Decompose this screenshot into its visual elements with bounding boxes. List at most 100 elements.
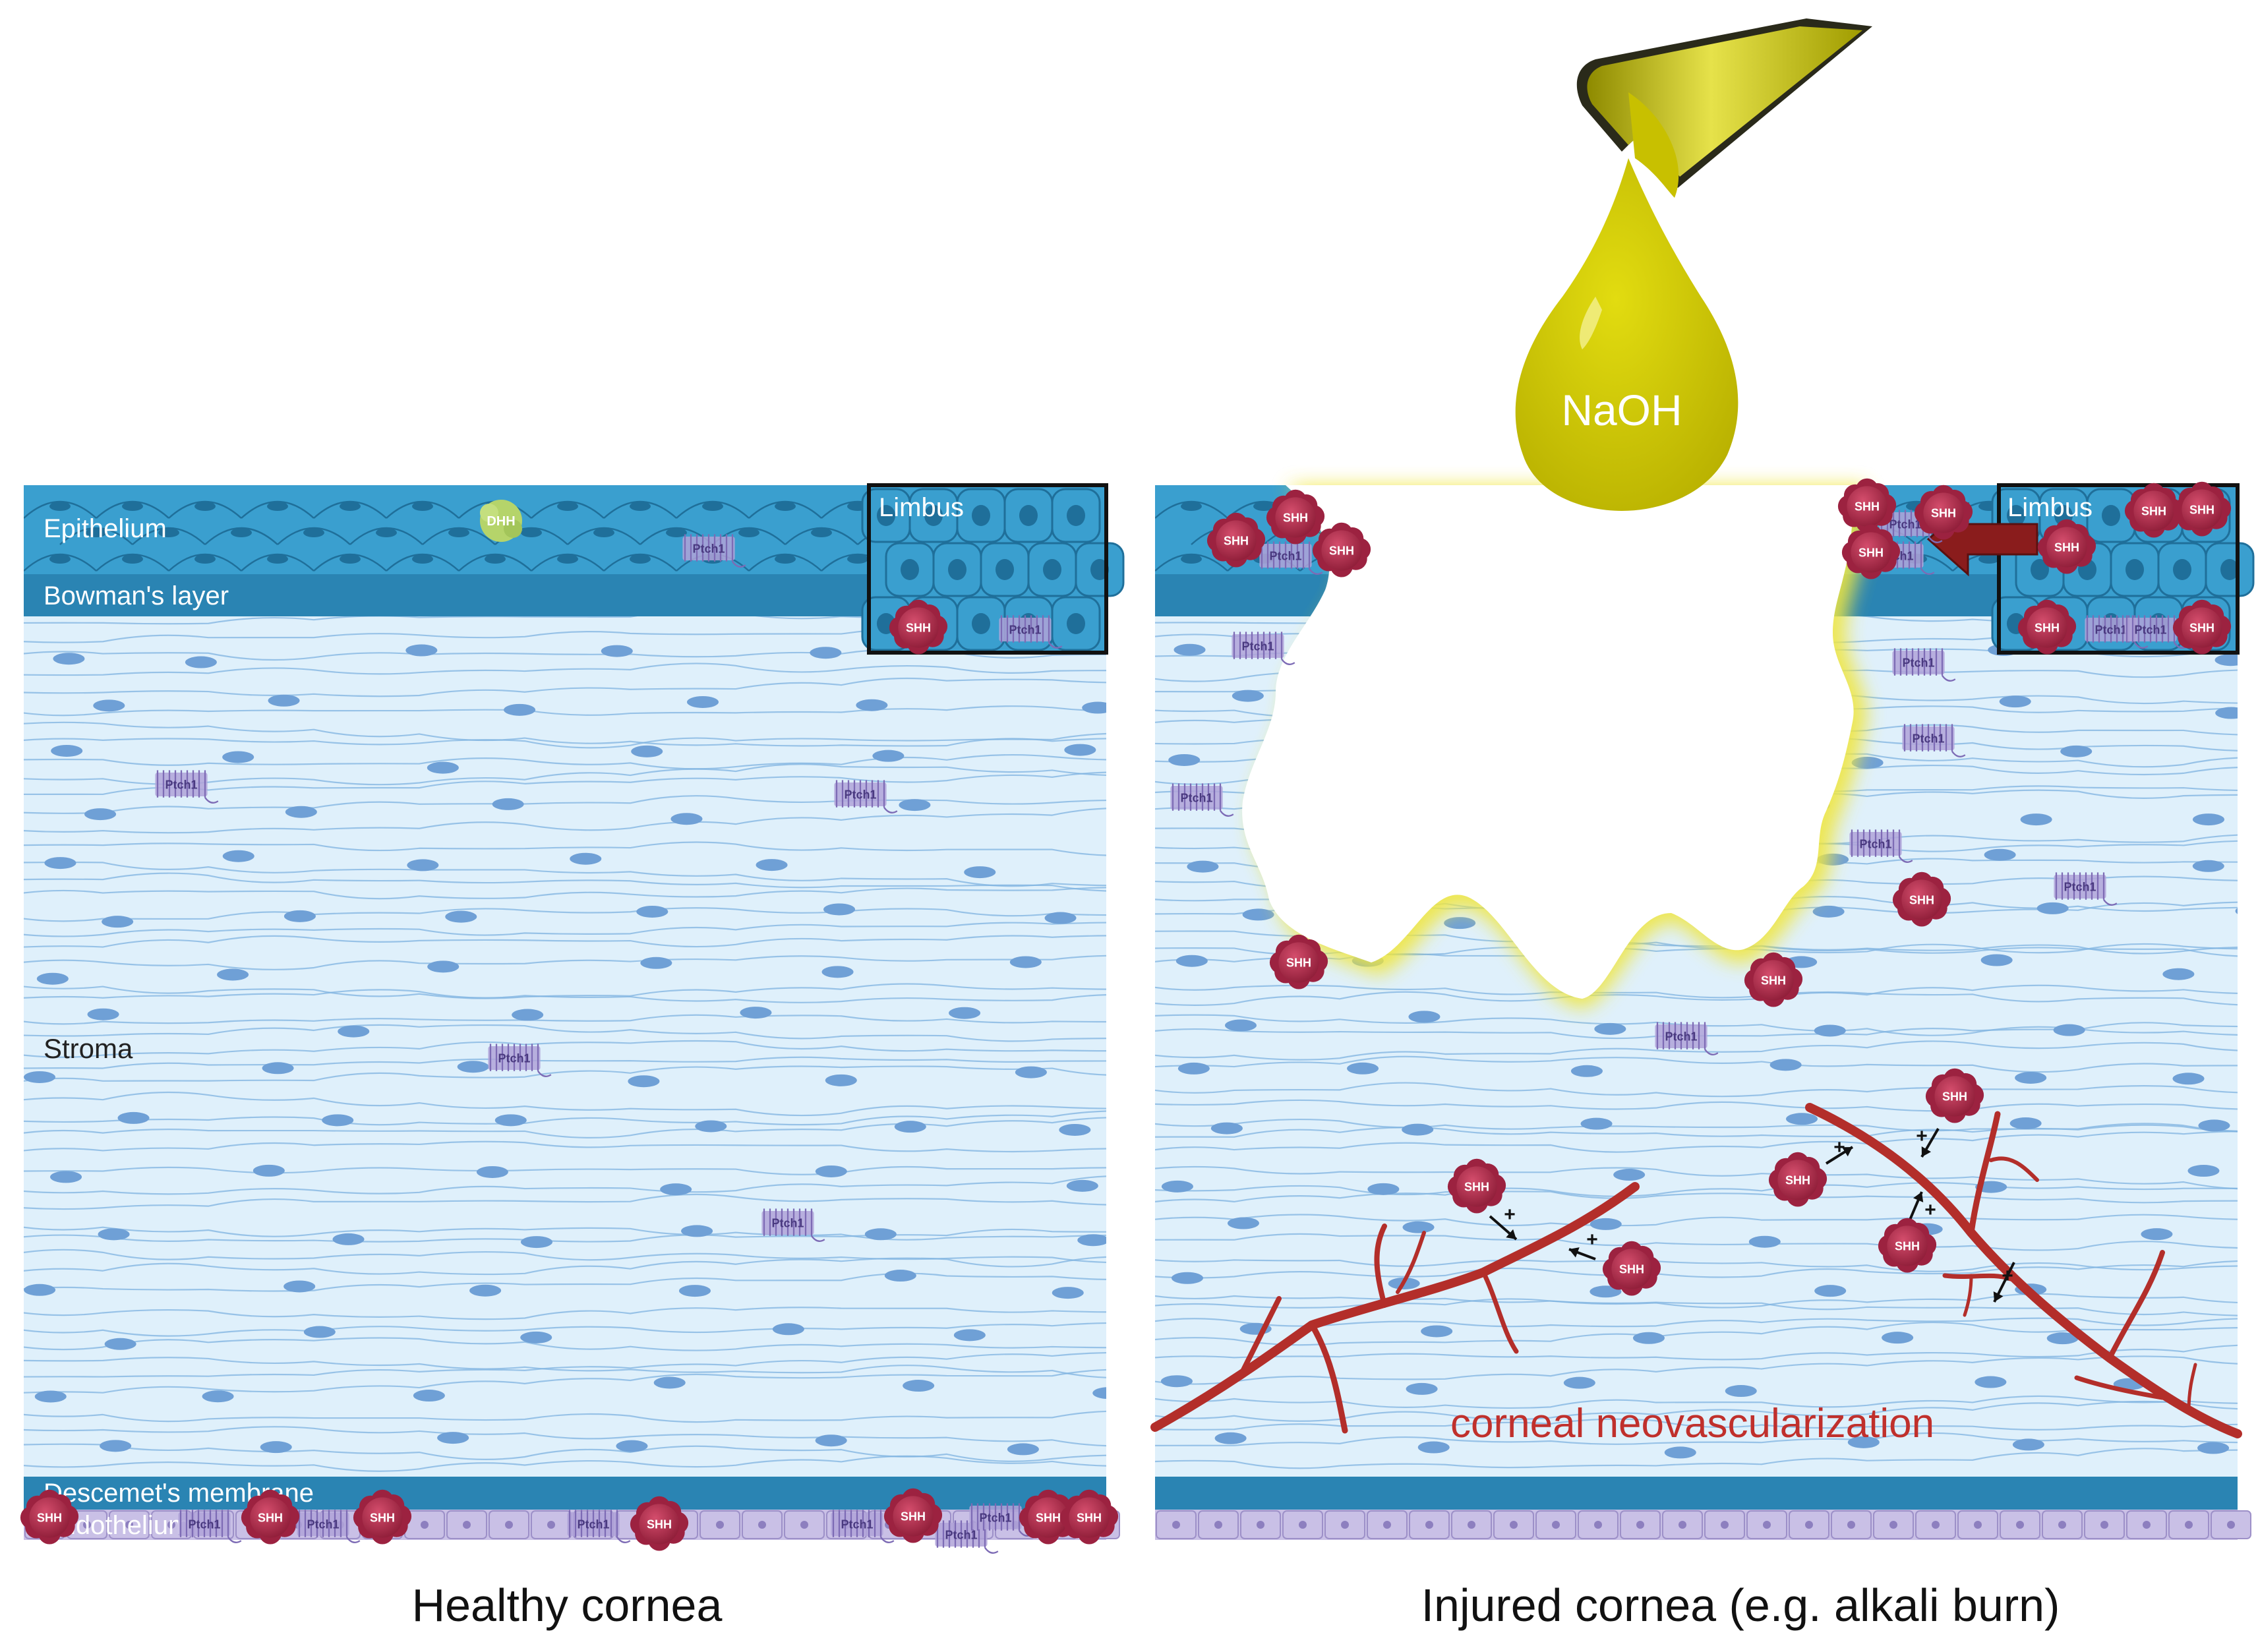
dhh-protein: DHH bbox=[480, 500, 522, 542]
keratocyte bbox=[872, 750, 905, 762]
cell-nucleus bbox=[86, 528, 107, 537]
ptch1-receptor: Ptch1 bbox=[155, 770, 219, 804]
cell-nucleus bbox=[557, 554, 578, 564]
collagen-fiber bbox=[1155, 1182, 2238, 1203]
cell-nucleus bbox=[194, 554, 216, 564]
collagen-fiber bbox=[24, 808, 1106, 834]
keratocyte bbox=[332, 1233, 365, 1245]
bowmans-layer-label: Bowman's layer bbox=[44, 581, 229, 610]
shh-protein: SHH bbox=[2124, 483, 2184, 538]
cell-nucleus bbox=[738, 528, 759, 537]
keratocyte bbox=[856, 699, 888, 711]
shh-label: SHH bbox=[647, 1518, 672, 1531]
limbus-label: Limbus bbox=[2007, 493, 2093, 522]
cell-nucleus bbox=[630, 502, 651, 511]
cell-nucleus bbox=[125, 1521, 133, 1529]
keratocyte bbox=[660, 1183, 692, 1196]
collagen-fiber bbox=[1155, 1259, 2238, 1272]
limbus-label: Limbus bbox=[879, 493, 964, 522]
keratocyte bbox=[1408, 1011, 1441, 1023]
shh-protein: SHH bbox=[1206, 512, 1266, 568]
collagen-fiber bbox=[24, 1228, 1106, 1243]
cell-nucleus bbox=[901, 559, 919, 580]
cell-nucleus bbox=[2143, 1521, 2151, 1529]
ptch1-label: Ptch1 bbox=[2064, 880, 2096, 893]
collagen-fiber bbox=[24, 677, 1106, 697]
keratocyte bbox=[1225, 1019, 1257, 1032]
collagen-fiber bbox=[1155, 1165, 2238, 1190]
keratocytes bbox=[24, 637, 1106, 1456]
plus-sign: + bbox=[1916, 1125, 1928, 1147]
keratocyte bbox=[87, 1008, 119, 1020]
keratocyte bbox=[1725, 1385, 1757, 1398]
keratocyte bbox=[1594, 1022, 1626, 1035]
collagen-fiber bbox=[24, 1455, 1106, 1472]
keratocyte bbox=[949, 1007, 981, 1019]
ptch1-receptor: Ptch1 bbox=[999, 615, 1063, 649]
cell-nucleus bbox=[1805, 1521, 1813, 1529]
keratocyte bbox=[2192, 860, 2224, 872]
keratocyte bbox=[268, 694, 300, 707]
keratocyte bbox=[681, 1225, 713, 1237]
shh-label: SHH bbox=[901, 1510, 926, 1523]
shh-protein: SHH bbox=[1925, 1068, 1984, 1123]
collagen-fiber bbox=[24, 1040, 1106, 1058]
keratocyte bbox=[2009, 1117, 2042, 1130]
cell-nucleus bbox=[412, 502, 433, 511]
keratocyte bbox=[740, 1007, 772, 1019]
healthy-cornea-caption: Healthy cornea bbox=[411, 1579, 723, 1631]
keratocyte bbox=[2235, 908, 2238, 914]
shh-label: SHH bbox=[2141, 504, 2166, 517]
keratocyte bbox=[1227, 1217, 1259, 1229]
ptch1-label: Ptch1 bbox=[692, 542, 725, 555]
keratocyte bbox=[407, 859, 439, 871]
collagen-fiber bbox=[24, 1256, 1106, 1276]
keratocyte bbox=[570, 852, 602, 865]
shh-protein: SHH bbox=[2172, 599, 2232, 655]
ptch1-label: Ptch1 bbox=[1912, 732, 1944, 745]
collagen-fiber bbox=[24, 1175, 1106, 1195]
shh-label: SHH bbox=[37, 1511, 62, 1524]
keratocyte bbox=[2060, 745, 2093, 757]
ptch1-receptor: Ptch1 bbox=[1170, 783, 1234, 817]
cell-nucleus bbox=[758, 1521, 766, 1529]
keratocyte bbox=[1171, 1272, 1203, 1284]
shh-protein: SHH bbox=[353, 1489, 412, 1545]
keratocyte bbox=[2214, 654, 2238, 666]
collagen-fiber bbox=[24, 795, 1106, 814]
collagen-fiber bbox=[24, 763, 1106, 786]
collagen-fiber bbox=[1155, 1418, 2238, 1431]
shh-protein: SHH bbox=[241, 1489, 300, 1545]
collagen-fiber bbox=[24, 872, 1106, 892]
keratocyte bbox=[262, 1062, 294, 1075]
keratocyte bbox=[427, 960, 460, 973]
ptch1-label: Ptch1 bbox=[1009, 623, 1041, 636]
shh-label: SHH bbox=[2054, 541, 2079, 554]
cell-nucleus bbox=[666, 528, 687, 537]
epithelium-label: Epithelium bbox=[44, 514, 167, 543]
ptch1-label: Ptch1 bbox=[498, 1051, 530, 1065]
naoh-label: NaOH bbox=[1561, 386, 1682, 434]
stimulation-arrow: + bbox=[1993, 1262, 2015, 1303]
cell-nucleus bbox=[303, 528, 324, 537]
collagen-fiber bbox=[24, 861, 1106, 887]
cell-nucleus bbox=[1181, 554, 1202, 564]
keratocyte bbox=[601, 645, 633, 657]
ptch1-label: Ptch1 bbox=[1889, 517, 1921, 531]
shh-label: SHH bbox=[1077, 1511, 1102, 1524]
shh-label: SHH bbox=[1036, 1511, 1061, 1524]
ptch1-label: Ptch1 bbox=[979, 1511, 1011, 1524]
cell-nucleus bbox=[267, 554, 288, 564]
keratocyte bbox=[1563, 1376, 1595, 1389]
keratocyte bbox=[1406, 1382, 1438, 1395]
keratocyte bbox=[1066, 1179, 1098, 1192]
collagen-fiber bbox=[1155, 1118, 2238, 1132]
ptch1-receptor: Ptch1 bbox=[178, 1510, 242, 1543]
keratocyte bbox=[222, 751, 254, 763]
collagen-fiber bbox=[24, 955, 1106, 970]
ptch1-label: Ptch1 bbox=[1859, 837, 1891, 850]
keratocyte bbox=[1044, 912, 1077, 924]
collagen-fiber bbox=[1155, 1131, 2238, 1153]
ptch1-label: Ptch1 bbox=[307, 1518, 339, 1531]
